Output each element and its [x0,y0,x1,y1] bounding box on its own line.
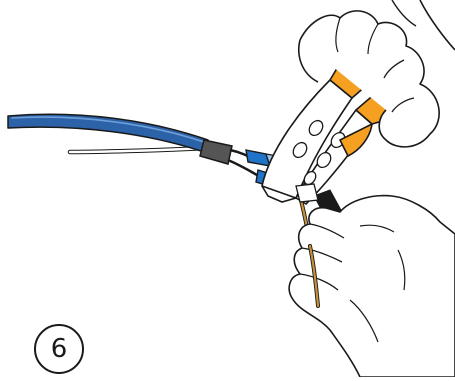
step-number-badge: 6 [34,324,84,374]
blue-cable [8,114,208,152]
grey-wire [70,148,208,152]
step-number: 6 [51,336,68,362]
heat-shrink-sleeve [200,140,232,164]
